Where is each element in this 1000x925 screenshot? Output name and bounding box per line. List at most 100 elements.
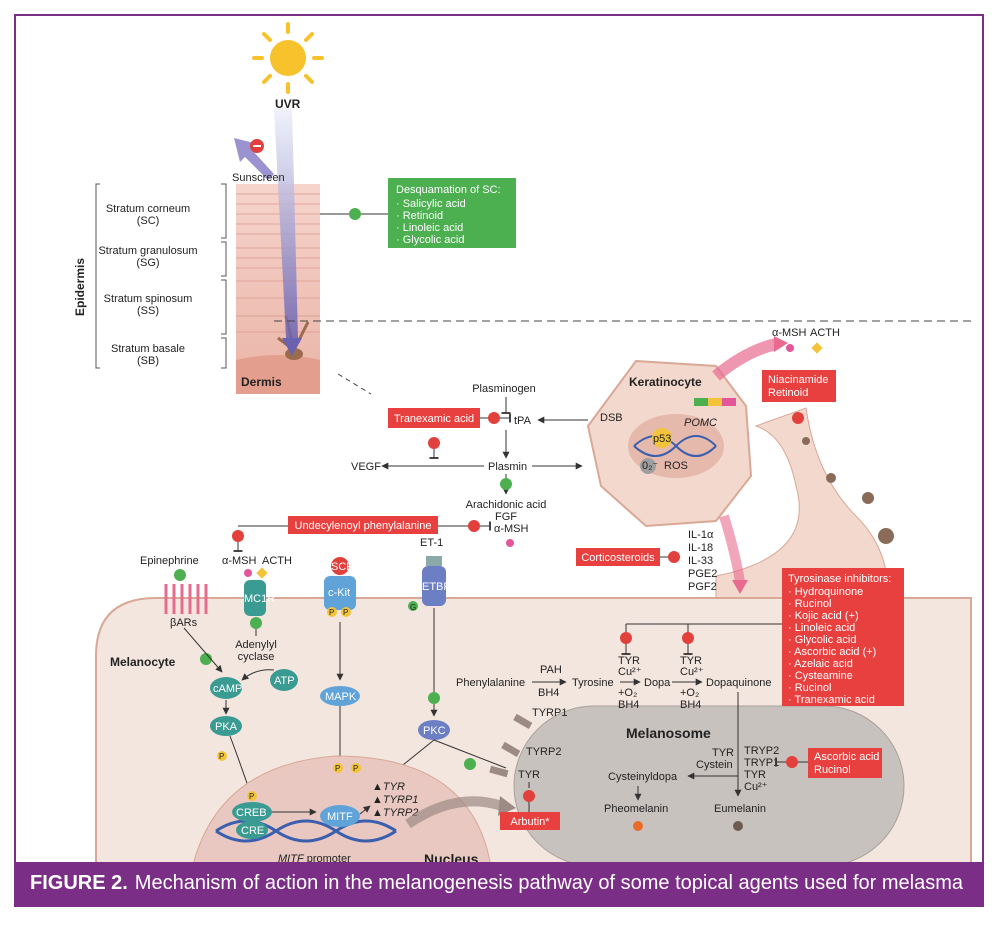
mc1r-label: MC1R <box>244 593 275 605</box>
tryp-stack-2: TRYP1 <box>744 757 779 769</box>
keratinocyte-label: Keratinocyte <box>629 375 702 389</box>
desquamation-promote-icon <box>349 208 361 220</box>
atp-node <box>270 669 298 691</box>
layer-sb-name: Stratum basale <box>111 343 185 355</box>
secretion-arrow <box>712 338 778 381</box>
amsh-label: α-MSH <box>494 523 529 535</box>
plasmin-label: Plasmin <box>488 461 527 473</box>
undecylenoyl-label: Undecylenoyl phenylalanine <box>295 520 432 532</box>
corticosteroids-label: Corticosteroids <box>581 552 655 564</box>
layer-sg-name: Stratum granulosum <box>98 245 197 257</box>
arbutin-inhibit-icon <box>523 790 535 802</box>
ascorbic-label: Ascorbic acid <box>814 751 879 763</box>
layer-sc-name: Stratum corneum <box>106 203 190 215</box>
niacinamide-inhibit-icon <box>792 412 804 424</box>
cytokine-label: IL-18 <box>688 542 713 554</box>
pkc-label: PKC <box>423 725 446 737</box>
arbutin-label: Arbutin* <box>510 816 550 828</box>
scf-dot <box>331 557 349 575</box>
creb-label: CREB <box>236 807 267 819</box>
dopaquinone-label: Dopaquinone <box>706 677 771 689</box>
o2-icon <box>640 458 656 474</box>
etbr-receptor <box>422 566 446 606</box>
dermis-region <box>236 355 320 394</box>
tyrosinase-item: · Rucinol <box>788 598 831 610</box>
amsh-top-dot <box>786 344 794 352</box>
tyrosinase-inhibit-icon-1 <box>620 632 632 644</box>
caption-label: FIGURE 2. <box>30 872 128 894</box>
tyrosinase-item: · Azelaic acid <box>788 658 853 670</box>
tyrosinase-item: · Linoleic acid <box>788 622 855 634</box>
acth-top-label: ACTH <box>810 327 840 339</box>
ckit-receptor <box>324 576 356 610</box>
uv-beam <box>274 108 298 338</box>
tyr-cystein-2: Cystein <box>696 759 733 771</box>
tranexamic-box <box>388 408 480 428</box>
mitf-node <box>320 805 360 827</box>
pka-p: P <box>219 752 224 761</box>
tyrosinase-title: Tyrosinase inhibitors: <box>788 573 891 585</box>
adenylyl-label: Adenylyl <box>235 639 277 651</box>
melanocyte-label: Melanocyte <box>110 655 176 669</box>
pheomelanin-dot <box>633 821 643 831</box>
ascorbic-box <box>808 748 882 778</box>
tyrosine-label: Tyrosine <box>572 677 614 689</box>
tryp-stack-4: Cu²⁺ <box>744 781 768 793</box>
tyrp1-label: TYRP1 <box>532 707 567 719</box>
layer-brackets <box>95 183 227 369</box>
caption-text: Mechanism of action in the melanogenesis… <box>134 872 964 894</box>
mapk-label: MAPK <box>325 691 357 703</box>
vegf-label: VEGF <box>351 461 381 473</box>
mc1r-promote-icon <box>250 617 262 629</box>
bh4-label-2: BH4 <box>618 699 639 711</box>
tyrosinase-item: · Hydroquinone <box>788 586 863 598</box>
etbr-promote-icon <box>428 692 440 704</box>
mitf-label: MITF <box>327 811 353 823</box>
undecylenoyl-inhibit-icon <box>468 520 480 532</box>
epinephrine-label: Epinephrine <box>140 555 199 567</box>
amsh-top-label: α-MSH <box>772 327 807 339</box>
tyrosinase-item: · Ascorbic acid (+) <box>788 646 876 658</box>
epinephrine-dot <box>174 569 186 581</box>
mitf-p1: P <box>335 764 340 773</box>
desquamation-title: Desquamation of SC: <box>396 184 501 196</box>
cre-node <box>236 821 268 839</box>
sun-icon <box>252 22 324 94</box>
cytokine-label: PGE2 <box>688 568 717 580</box>
tranexamic-inhibit-icon <box>488 412 500 424</box>
desquamation-box <box>388 178 516 248</box>
skin-cell-texture <box>236 193 320 333</box>
desquamation-item: · Glycolic acid <box>396 234 464 246</box>
gene-tyrp1: ▲TYRP1 <box>372 794 418 806</box>
p53-icon <box>652 428 672 448</box>
bh4-label-1: BH4 <box>538 687 559 699</box>
eumelanin-dot <box>733 821 743 831</box>
sunscreen-label: Sunscreen <box>232 172 285 184</box>
plasmin-promote-icon <box>500 478 512 490</box>
scf-label: SCF <box>331 561 353 573</box>
etbr-label: ETBR <box>422 581 451 593</box>
pomc-segment <box>694 398 708 406</box>
pomc-label: POMC <box>684 417 717 429</box>
amsh-dot <box>506 539 514 547</box>
melanogenesis-diagram: UVR Dermis Sunscreen Epidermis Stratum c… <box>73 22 972 905</box>
gene-tyrp2: ▲TYRP2 <box>372 807 418 819</box>
zoom-dashed-line <box>337 373 372 395</box>
uv-beam-arrowhead <box>282 338 302 356</box>
ckit-p2: P <box>343 608 348 617</box>
tyr-label-1: TYR <box>618 655 640 667</box>
cyclase-label: cyclase <box>238 651 275 663</box>
ckit-p1: P <box>329 608 334 617</box>
bars-label: βARs <box>170 617 198 629</box>
tyrosinase-inhibit-icon-2 <box>682 632 694 644</box>
tryp-stack-1: TRYP2 <box>744 745 779 757</box>
camp-node <box>210 677 242 699</box>
gene-tyr: ▲TYR <box>372 781 405 793</box>
tyrosinase-item: · Cysteamine <box>788 670 853 682</box>
uvr-label: UVR <box>275 97 301 111</box>
retinoid-label: Retinoid <box>768 387 808 399</box>
reflected-uv <box>244 150 274 180</box>
pomc-segment <box>722 398 736 406</box>
plasminogen-label: Plasminogen <box>472 383 536 395</box>
tyr-label-2: TYR <box>680 655 702 667</box>
